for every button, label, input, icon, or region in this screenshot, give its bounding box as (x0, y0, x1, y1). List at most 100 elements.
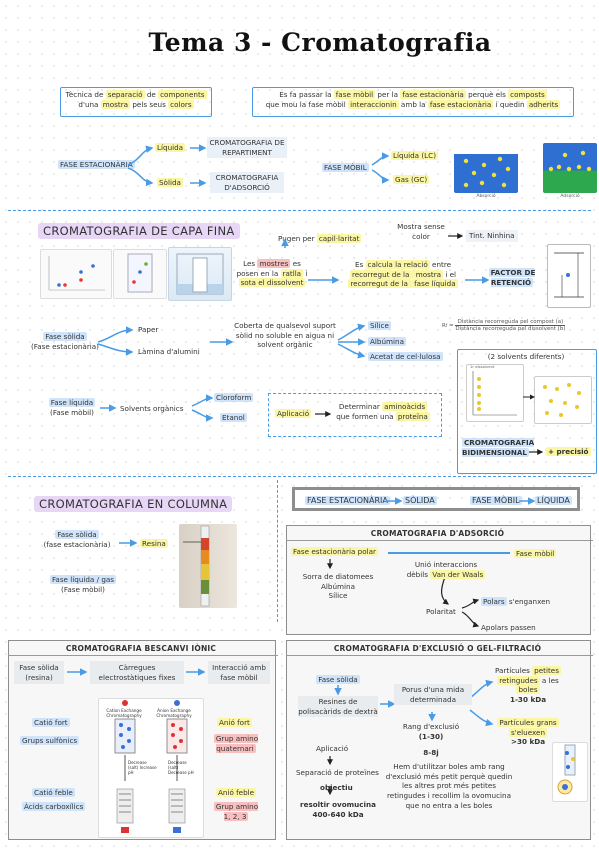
apolars-label: Apolars passen (481, 623, 536, 632)
note-element: CROMATOGRAFIA EN COLUMNA (34, 496, 233, 512)
note-element: FASE MÒBIL (322, 163, 369, 173)
calcula-text: Es calcula la relació entre recorregut d… (342, 260, 464, 289)
factor-retencio: FACTOR DE RETENCIÓ (488, 268, 536, 287)
note-element: Resina (140, 539, 168, 549)
lc-label: Líquida (LC) (391, 151, 438, 160)
capa-ratlla: ratlla (280, 268, 304, 278)
intro-rule-f: i quedin (493, 99, 527, 109)
intro-rule-fe2: fase estacionària (427, 99, 494, 109)
note-element: Catió fort (32, 718, 70, 728)
note-element: Fase estacionària polar (291, 547, 378, 557)
note-element: Fase mòbil (514, 549, 557, 559)
principle-box: Es fa passar la fase mòbil per la fase e… (252, 87, 574, 117)
bidim-label: CROMATOGRAFIA BIDIMENSIONAL (462, 438, 535, 457)
note-element (127, 253, 153, 293)
note-element: Anió feble (216, 788, 257, 798)
note-element (386, 497, 403, 505)
note-element: LÍQUIDA (535, 496, 572, 507)
capa-formen: que formen una (336, 411, 396, 421)
rf-formula: Rf = Distància recorreguda pel compost (… (442, 319, 566, 332)
cation-caption: Cation Exchange Chromatography (106, 708, 142, 718)
exclusio-pp-d: 1-30 kDa (509, 695, 547, 705)
note-element: Catió feble (32, 788, 75, 798)
dos-solvents: (2 solvents diferents) (487, 352, 565, 361)
capa-formula-lhs: R (442, 323, 446, 329)
intro-def-a: Tècnica de (65, 90, 106, 99)
columna-fs: Fase sòlida (55, 530, 99, 539)
capa-bidim: CROMATOGRAFIA BIDIMENSIONAL (462, 438, 535, 457)
rf-diagram (547, 244, 591, 308)
adsorcio-box (286, 525, 591, 635)
carregues-label: Càrregues electrostàtiques fixes (90, 661, 184, 685)
resines-label: Resines de polisacàrids de dextrà (298, 696, 378, 718)
capa-calc-c: i el (443, 269, 457, 279)
cation-decrease: Decrease (salt) Increase pH (128, 760, 157, 775)
phase-sol: SÒLIDA (403, 496, 437, 505)
exclusio-aplicacio: Aplicació (316, 744, 349, 753)
note-element: Líquida (LC) (391, 151, 438, 161)
note-element (183, 525, 210, 607)
intro-rule-b: per la (375, 90, 401, 99)
note-element (543, 383, 581, 417)
capa-prec: + precisió (546, 447, 591, 456)
note-element: Sòlida (157, 178, 183, 188)
bidim-plot-a (466, 364, 524, 422)
tlc-chamber-image (168, 247, 232, 301)
note-element (48, 256, 105, 291)
intro-rule-c: perquè els (465, 90, 509, 99)
note-element: FASE MÒBIL (470, 496, 522, 507)
bidimensional-box (457, 349, 597, 474)
mostra-sense-color: Mostra sense color (397, 222, 445, 241)
note-element (463, 156, 511, 188)
anion-decrease: Decrease (salt) Decrease pH (168, 760, 194, 775)
bidim-caption: 1r dissolvent (470, 364, 495, 369)
note-element: Anió fort (217, 718, 252, 728)
exclusio-pg-c: >30 kDa (510, 737, 546, 747)
note-element (286, 655, 593, 656)
capa-fina-heading: CROMATOGRAFIA DE CAPA FINA (38, 223, 240, 239)
exclusio-fase-solida: Fase sòlida (298, 675, 378, 685)
exclusio-pp-c: a les (539, 675, 559, 685)
note-element: CROMATOGRAFIA DE CAPA FINA (38, 223, 240, 239)
columna-fs-sub: (fase estacionària) (43, 539, 111, 549)
phase-fe: FASE ESTACIONÀRIA (305, 496, 390, 505)
capa-sota: sota el dissolvent (238, 278, 306, 288)
note-element (119, 539, 138, 547)
columna-fase-liquida: Fase líquida / gas(Fase mòbil) (34, 575, 132, 594)
note-element: Grup amino 1, 2, 3 (212, 802, 260, 821)
bescanvi-fase-solida: Fase sòlida (resina) (14, 661, 64, 685)
adsorcio-vdw: Van der Waals (430, 569, 486, 579)
adsorcio-unio-a: Unió interaccions (414, 560, 478, 569)
adsorcio-title: CROMATOGRAFIA D'ADSORCIÓ (370, 529, 505, 538)
phase-fm: FASE MÒBIL (470, 496, 522, 505)
capa-fase-liq: fase líquida (412, 279, 458, 289)
exclusio-title: CROMATOGRAFIA D'EXCLUSIÓ O GEL-FILTRACIÓ (333, 644, 542, 653)
adsorcio-polars-b: s'enganxen (506, 597, 551, 606)
column-photo (179, 524, 237, 608)
columna-fl: Fase líquida / gas (49, 575, 117, 584)
capa-fs-sub: (Fase estacionària) (31, 341, 99, 351)
exclusio-retingudes: retingudes (497, 675, 540, 685)
intro-rule-d: que mou la fase mòbil (265, 99, 349, 109)
divider (277, 480, 278, 622)
note-element (114, 700, 188, 833)
note-element: Grup amino quaternari (212, 734, 260, 753)
note-element (472, 371, 517, 416)
aplicacio-label: Aplicació (275, 409, 312, 418)
adsorcio-sil: Sílice (328, 591, 348, 601)
note-element: Polars s'enganxen (481, 597, 550, 607)
resina-label: Resina (140, 539, 168, 548)
silice-label: Sílice (368, 321, 391, 330)
interaccio-label: Interacció amb fase mòbil (208, 661, 270, 685)
absorption-caption: Absorció (476, 194, 496, 199)
intro-fe-label: FASE ESTACIONÀRIA (58, 160, 135, 169)
intro-def-sep: separació (105, 90, 145, 99)
bescanvi-title: CROMATOGRAFIA BESCANVI IÒNIC (65, 644, 217, 653)
phase-box (292, 487, 580, 511)
note-element: Gas (GC) (393, 175, 430, 185)
